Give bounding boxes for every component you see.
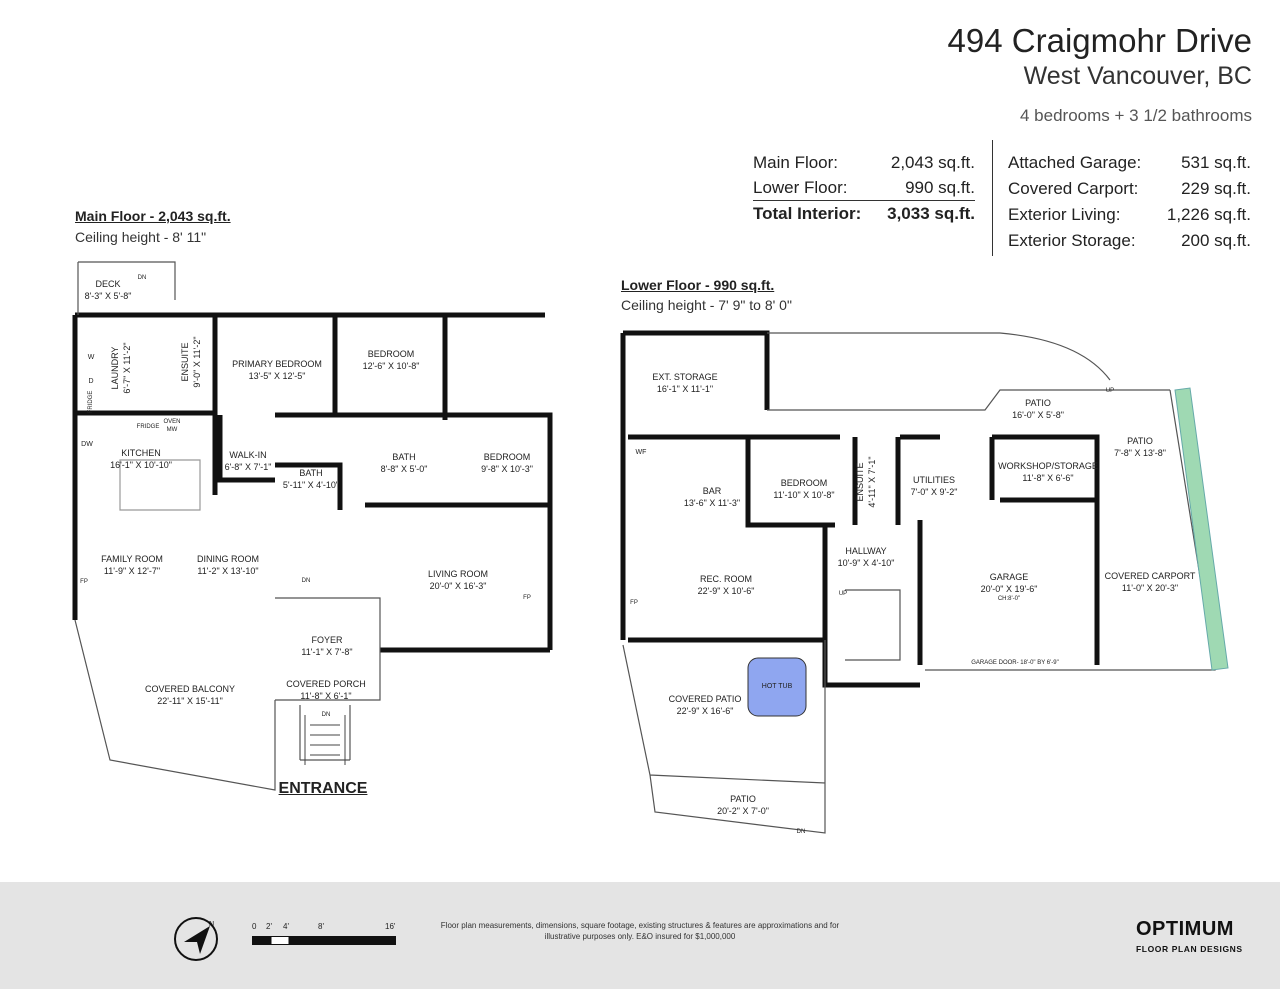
area-value: 1,226 sq.ft.	[1166, 205, 1251, 224]
area-value: 3,033 sq.ft.	[887, 204, 975, 223]
area-row: Exterior Storage: 200 sq.ft.	[1008, 228, 1251, 254]
fridge-label: FRIDGE	[88, 390, 94, 414]
main-floor-ceiling: Ceiling height - 8' 11"	[75, 229, 207, 245]
water-filter-label: WF	[635, 449, 647, 456]
svg-text:N: N	[209, 921, 214, 928]
exterior-areas: Attached Garage: 531 sq.ft. Covered Carpo…	[1008, 150, 1251, 254]
fireplace-label: FP	[523, 595, 531, 601]
hedge	[1174, 387, 1229, 671]
area-value: 2,043 sq.ft.	[890, 153, 975, 172]
fireplace-label: FP	[80, 579, 88, 585]
area-row: Covered Carport: 229 sq.ft.	[1008, 176, 1251, 202]
divider	[992, 140, 993, 256]
dryer-label: D	[88, 378, 94, 385]
lower-floor-heading: Lower Floor - 990 sq.ft.	[621, 277, 775, 293]
footer: N 0 2' 4' 8' 16'	[0, 882, 1280, 989]
fireplace-label: FP	[630, 600, 638, 606]
property-address: 494 Craigmohr Drive	[947, 22, 1252, 59]
area-label: Attached Garage:	[1008, 153, 1142, 172]
interior-areas: Main Floor: 2,043 sq.ft. Lower Floor: 990 …	[753, 150, 975, 227]
area-value: 200 sq.ft.	[1181, 231, 1251, 250]
bed-bath-summary: 4 bedrooms + 3 1/2 bathrooms	[1020, 106, 1252, 125]
hot-tub-label: HOT TUB	[761, 683, 793, 690]
area-label: Exterior Storage:	[1008, 231, 1136, 250]
area-value: 531 sq.ft.	[1181, 153, 1251, 172]
washer-label: W	[87, 354, 95, 361]
brand-logo: OPTIMUM	[1136, 918, 1234, 940]
hot-tub	[747, 657, 807, 717]
stairs-down-label: DN	[301, 578, 311, 584]
floor-plan-drawing	[72, 261, 1229, 834]
area-label: Exterior Living:	[1008, 205, 1121, 224]
entrance-stairs	[304, 715, 346, 765]
stairs-up-label: UP	[1105, 388, 1115, 394]
area-row-total: Total Interior: 3,033 sq.ft.	[753, 201, 975, 227]
garage-door-label: GARAGE DOOR- 18'-0" BY 6'-9"	[971, 660, 1059, 666]
stairs-up-label: UP	[838, 591, 848, 597]
lower-floor-ceiling: Ceiling height - 7' 9" to 8' 0"	[621, 297, 792, 313]
area-label: Lower Floor:	[753, 178, 848, 197]
oven-mw-label: OVEN MW	[163, 419, 181, 433]
main-floor-heading: Main Floor - 2,043 sq.ft.	[75, 208, 231, 224]
entrance-label: ENTRANCE	[278, 780, 368, 797]
stairs-down-label: DN	[796, 829, 806, 835]
area-value: 229 sq.ft.	[1181, 179, 1251, 198]
scale-bar	[252, 936, 396, 945]
area-row: Lower Floor: 990 sq.ft.	[753, 176, 975, 201]
dishwasher-label: DW	[81, 441, 93, 448]
disclaimer: Floor plan measurements, dimensions, squ…	[440, 921, 840, 941]
main-floor-walls	[72, 312, 553, 653]
area-row: Exterior Living: 1,226 sq.ft.	[1008, 202, 1251, 228]
main-floor-outlines	[74, 261, 381, 791]
lower-floor-outlines	[622, 332, 1216, 834]
area-label: Total Interior:	[753, 204, 862, 223]
area-label: Covered Carport:	[1008, 179, 1139, 198]
scale-ticks: 0 2' 4' 8' 16'	[252, 922, 396, 931]
brand-tagline: FLOOR PLAN DESIGNS	[1136, 944, 1243, 954]
area-row: Main Floor: 2,043 sq.ft.	[753, 150, 975, 176]
stairs-down-label: DN	[137, 275, 147, 281]
compass-icon: N	[174, 917, 218, 961]
area-value: 990 sq.ft.	[905, 178, 975, 197]
stairs-down-label: DN	[321, 712, 331, 718]
property-city: West Vancouver, BC	[1023, 62, 1252, 90]
area-label: Main Floor:	[753, 153, 839, 172]
area-row: Attached Garage: 531 sq.ft.	[1008, 150, 1251, 176]
fridge-label: FRIDGE	[136, 424, 160, 430]
